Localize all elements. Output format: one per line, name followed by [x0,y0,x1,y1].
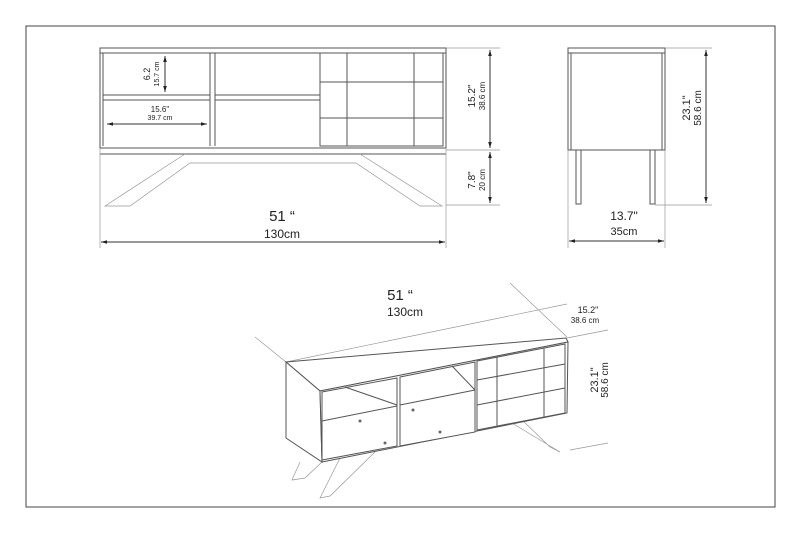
iso-width-in: 51 “ [387,287,413,304]
leg-height-in: 7.8" [467,171,478,189]
front-legs [103,153,444,207]
side-view: 23.1" 58.6 cm 13.7" 35cm [567,47,712,248]
body-height-cm: 38.6 cm [478,81,487,110]
front-view: 6.2 15.7 cm 15.6" 39.7 cm 15.2" 38.6 cm … [99,47,500,248]
frame-border [25,25,776,508]
compartment-width-cm: 39.7 cm [148,115,173,122]
side-height-cm: 58.6 cm [693,90,704,126]
compartment-width-in: 15.6" [151,105,170,114]
depth-cm: 35cm [611,226,638,238]
isometric-view: 51 “ 130cm 15.2" 38.6 cm 23.1" 58.6 cm [254,282,611,499]
body-height-in: 15.2" [467,84,478,107]
compartment-height-in: 6.2 [142,68,152,81]
width-cm: 130cm [264,227,300,241]
iso-width-cm: 130cm [387,305,423,319]
compartment-height-cm: 15.7 cm [154,61,161,86]
drawer-grid [319,52,444,147]
side-height-in: 23.1" [681,95,693,120]
iso-height-cm: 58.6 cm [600,362,611,398]
leg-height-cm: 20 cm [478,169,487,191]
iso-depth-cm: 38.6 cm [571,316,600,325]
iso-depth-in: 15.2" [578,305,599,315]
iso-drawer-grid [476,343,566,431]
iso-height-in: 23.1" [589,367,601,392]
width-in: 51 “ [269,208,295,225]
depth-in: 13.7" [610,209,638,223]
